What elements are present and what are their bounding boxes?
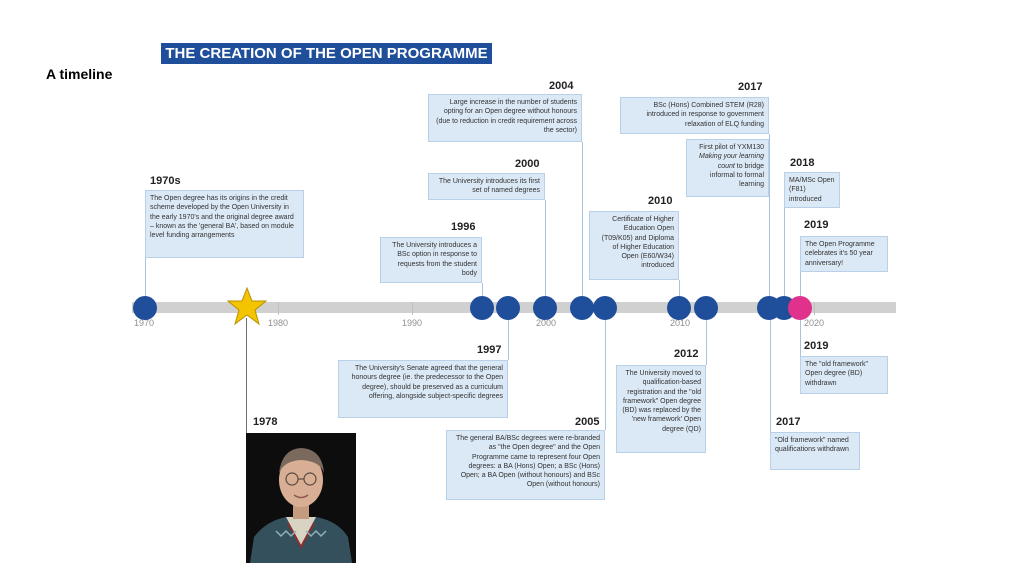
event-box-2000: The University introduces its first set … xyxy=(428,173,545,200)
page-title: THE CREATION OF THE OPEN PROGRAMME xyxy=(161,43,492,64)
event-year-1978: 1978 xyxy=(253,416,277,428)
pilot-text-a: First pilot of YXM130 xyxy=(699,144,764,151)
connector-2000 xyxy=(545,200,546,304)
event-year-2012: 2012 xyxy=(674,348,698,360)
event-box-2004: Large increase in the number of students… xyxy=(428,94,582,142)
event-box-2019-withdrawn: The "old framework" Open degree (BD) wit… xyxy=(800,356,888,394)
event-year-2019-anniversary: 2019 xyxy=(804,219,828,231)
event-year-1996: 1996 xyxy=(451,221,475,233)
tick-line-2020 xyxy=(814,302,815,315)
event-box-2005: The general BA/BSc degrees were re-brand… xyxy=(446,430,605,500)
event-box-2017-withdrawn: "Old framework" named qualifications wit… xyxy=(770,432,860,470)
connector-1997 xyxy=(508,318,509,360)
event-dot-2004 xyxy=(570,296,594,320)
tick-line-1990 xyxy=(412,302,413,315)
tick-label-1990: 1990 xyxy=(392,318,432,328)
event-dot-2005 xyxy=(593,296,617,320)
event-year-2000: 2000 xyxy=(515,158,539,170)
event-dot-1970s xyxy=(133,296,157,320)
event-box-2018: MA/MSc Open (F81) introduced xyxy=(784,172,840,208)
event-box-2012: The University moved to qualification-ba… xyxy=(616,365,706,453)
event-year-2005: 2005 xyxy=(575,416,599,428)
event-year-1997: 1997 xyxy=(477,344,501,356)
event-year-2017-withdrawn: 2017 xyxy=(776,416,800,428)
connector-2005 xyxy=(605,318,606,430)
event-box-1996: The University introduces a BSc option i… xyxy=(380,237,482,283)
event-year-2010: 2010 xyxy=(648,195,672,207)
event-year-2019-withdrawn: 2019 xyxy=(804,340,828,352)
event-year-2018: 2018 xyxy=(790,157,814,169)
event-dot-2019 xyxy=(788,296,812,320)
star-icon xyxy=(227,287,267,325)
tick-line-1980 xyxy=(278,302,279,315)
event-box-2019-anniversary: The Open Programme celebrates it's 50 ye… xyxy=(800,236,888,272)
event-year-2004: 2004 xyxy=(549,80,573,92)
page-subtitle: A timeline xyxy=(46,66,112,82)
portrait-photo xyxy=(246,433,356,563)
event-dot-1996 xyxy=(470,296,494,320)
event-dot-1997 xyxy=(496,296,520,320)
connector-2004 xyxy=(582,142,583,304)
connector-2018 xyxy=(784,208,785,304)
connector-2017-withdrawn xyxy=(770,318,771,433)
event-box-2017-pilot: First pilot of YXM130 Making your learni… xyxy=(686,139,769,197)
event-box-2017-stem: BSc (Hons) Combined STEM (R28) introduce… xyxy=(620,97,769,134)
connector-1978 xyxy=(246,318,247,433)
event-box-2010: Certificate of Higher Education Open (T0… xyxy=(589,211,679,280)
event-box-1997: The University's Senate agreed that the … xyxy=(338,360,508,418)
event-year-2017: 2017 xyxy=(738,81,762,93)
connector-2012 xyxy=(706,318,707,365)
connector-2017-stem xyxy=(769,134,770,304)
event-dot-2012 xyxy=(694,296,718,320)
event-box-1970s: The Open degree has its origins in the c… xyxy=(145,190,304,258)
event-year-1970s: 1970s xyxy=(150,175,181,187)
event-dot-2010 xyxy=(667,296,691,320)
event-dot-2000 xyxy=(533,296,557,320)
